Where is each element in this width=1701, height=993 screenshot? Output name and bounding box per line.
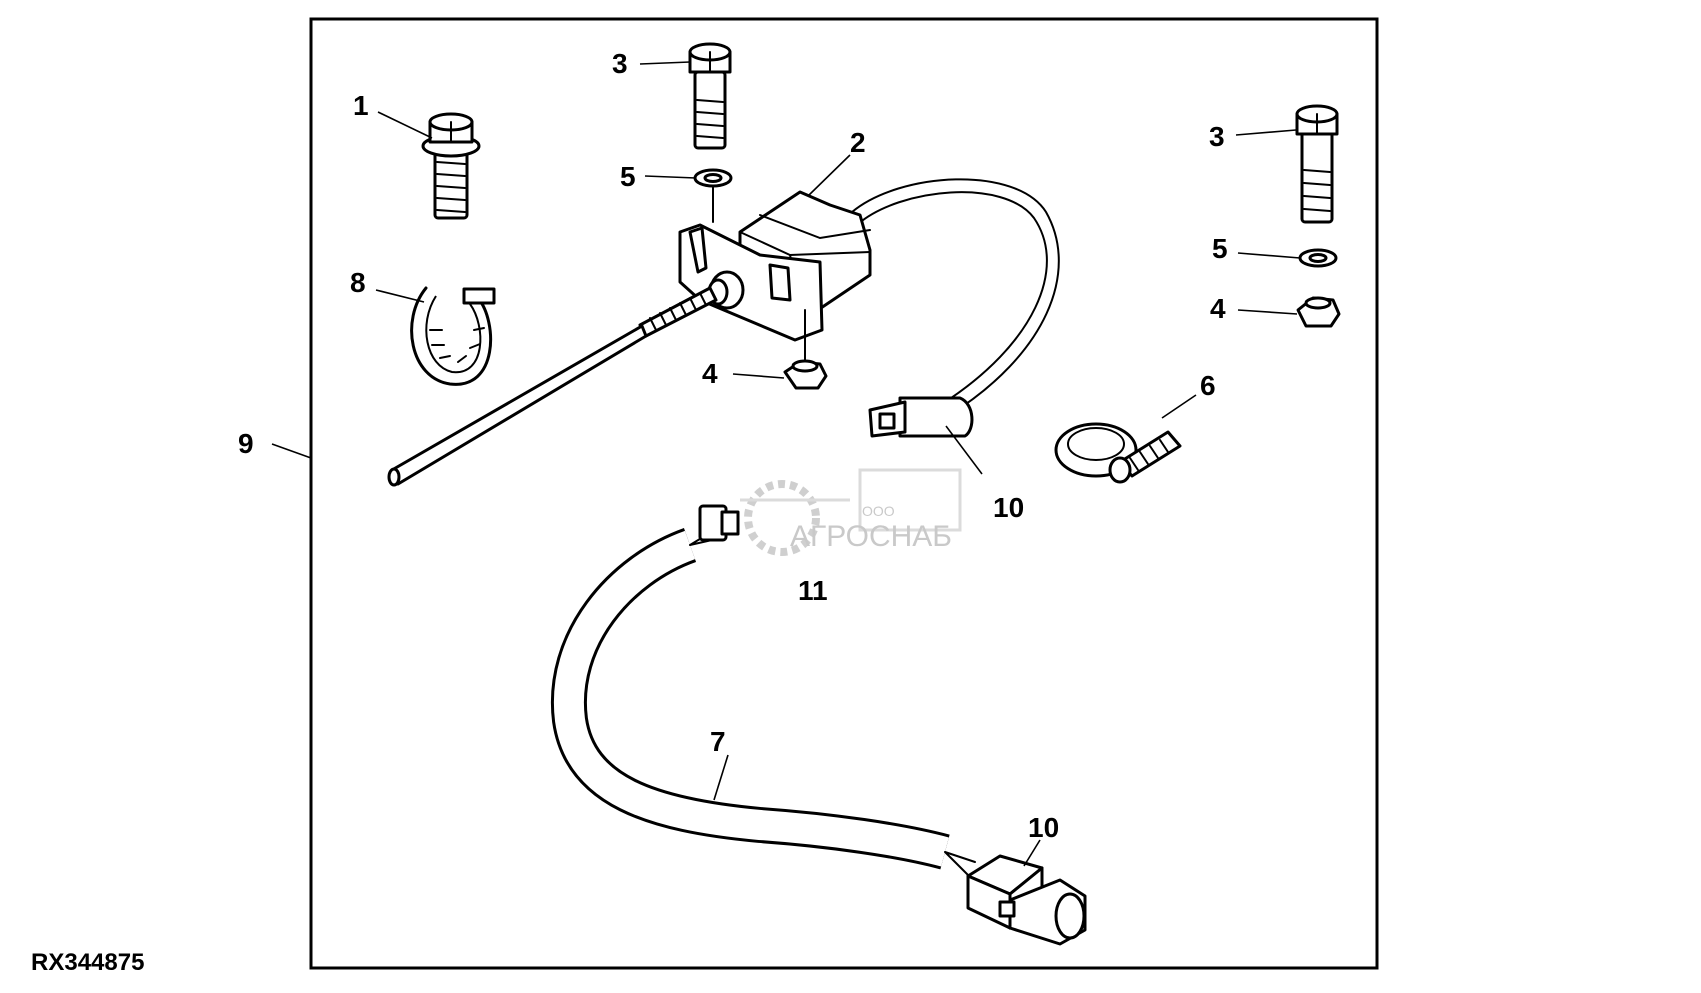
lock-washer-icon [1298, 248, 1338, 268]
cable-tie-icon [410, 286, 496, 386]
callout-8: 8 [350, 267, 366, 298]
figure-id: RX344875 [31, 949, 144, 976]
callout-9: 9 [238, 428, 254, 459]
callout-3: 3 [612, 48, 628, 79]
callout-5: 5 [1212, 233, 1228, 264]
hex-bolt-icon [688, 42, 732, 150]
callout-2: 2 [850, 127, 866, 158]
connector-icon [868, 396, 974, 438]
callout-6: 6 [1200, 370, 1216, 401]
leader-lines [271, 61, 1301, 867]
hex-nut-icon [783, 359, 828, 390]
watermark-prefix: ООО [862, 503, 895, 519]
callout-4: 4 [702, 358, 718, 389]
hex-bolt-icon [1295, 104, 1339, 224]
callout-11: 11 [798, 575, 828, 606]
flange-bolt-icon [421, 112, 481, 220]
callout-10: 10 [1028, 812, 1059, 843]
connector-icon [966, 854, 1087, 946]
connector-icon [698, 504, 740, 542]
lock-washer-icon [693, 168, 733, 188]
harness-icon [550, 527, 976, 876]
callout-3: 3 [1209, 121, 1225, 152]
kit-frame [309, 17, 1379, 970]
watermark-name: АГРОСНАБ [790, 520, 952, 553]
watermark-logo: ООО АГРОСНАБ [740, 468, 962, 556]
sensor-bracket-icon [387, 178, 1060, 487]
callout-7: 7 [710, 726, 726, 757]
callout-4: 4 [1210, 293, 1226, 324]
callout-5: 5 [620, 161, 636, 192]
hex-nut-icon [1296, 296, 1341, 328]
callout-10: 10 [993, 492, 1024, 523]
hose-clamp-icon [1054, 422, 1182, 484]
callout-1: 1 [353, 90, 369, 121]
